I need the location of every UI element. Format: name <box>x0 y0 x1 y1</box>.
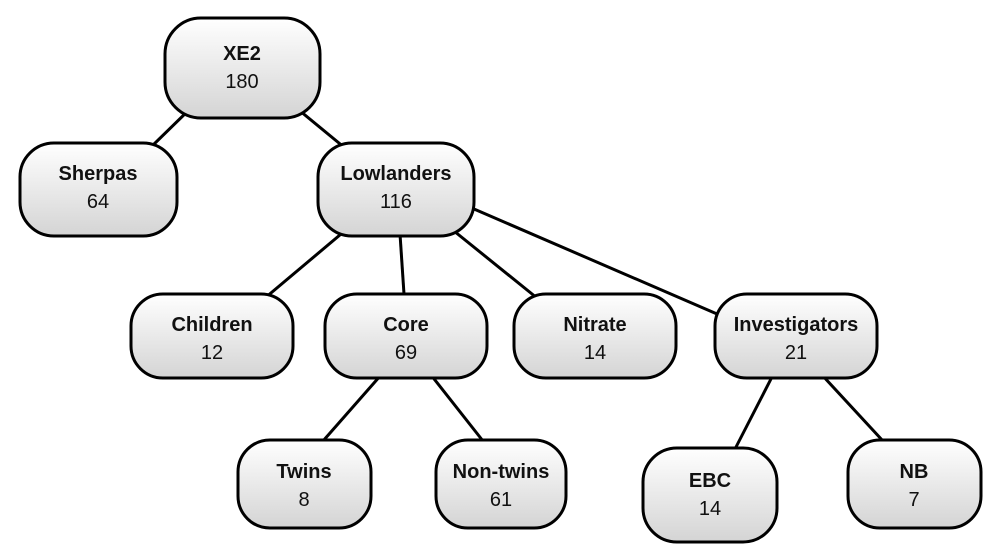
node-nontwins-box <box>434 438 568 530</box>
node-investigators-name: Investigators <box>734 314 858 336</box>
node-xe2-count: 180 <box>225 71 258 93</box>
edge-investigators-ebc <box>733 374 775 450</box>
node-sherpas-count: 64 <box>87 191 109 213</box>
node-children-count: 12 <box>201 342 223 364</box>
node-lowlanders-box <box>316 141 476 238</box>
node-core-name: Core <box>383 314 429 336</box>
node-nitrate-box <box>512 292 678 380</box>
edge-lowlanders-nitrate <box>448 225 538 300</box>
node-nb-name: NB <box>900 461 929 483</box>
node-nb: NB 7 <box>846 438 983 530</box>
node-investigators-box <box>713 292 879 380</box>
node-investigators: Investigators 21 <box>713 292 879 380</box>
node-core: Core 69 <box>323 292 489 380</box>
node-sherpas: Sherpas 64 <box>18 141 179 238</box>
node-lowlanders: Lowlanders 116 <box>316 141 476 238</box>
node-ebc: EBC 14 <box>641 446 779 544</box>
node-nitrate: Nitrate 14 <box>512 292 678 380</box>
edge-core-twins <box>321 374 383 442</box>
node-sherpas-name: Sherpas <box>59 163 138 185</box>
edge-lowlanders-core <box>398 233 406 295</box>
node-twins-box <box>236 438 373 530</box>
node-nb-count: 7 <box>908 489 919 511</box>
edge-core-nontwins <box>429 374 485 442</box>
node-core-box <box>323 292 489 380</box>
node-sherpas-box <box>18 141 179 238</box>
node-twins-count: 8 <box>298 489 309 511</box>
node-children: Children 12 <box>129 292 295 380</box>
node-children-name: Children <box>171 314 252 336</box>
node-lowlanders-name: Lowlanders <box>340 163 451 185</box>
node-lowlanders-count: 116 <box>380 191 412 213</box>
node-ebc-count: 14 <box>699 498 721 520</box>
node-nontwins: Non-twins 61 <box>434 438 568 530</box>
node-core-count: 69 <box>395 342 417 364</box>
diagram-edges <box>148 104 885 450</box>
node-nontwins-name: Non-twins <box>453 461 550 483</box>
node-children-box <box>129 292 295 380</box>
node-nontwins-count: 61 <box>490 489 512 511</box>
node-twins: Twins 8 <box>236 438 373 530</box>
edge-investigators-nb <box>820 373 885 443</box>
node-xe2: XE2 180 <box>163 16 322 120</box>
node-nitrate-name: Nitrate <box>563 314 626 336</box>
node-twins-name: Twins <box>276 461 331 483</box>
node-investigators-count: 21 <box>785 342 807 364</box>
node-nb-box <box>846 438 983 530</box>
node-xe2-name: XE2 <box>223 43 261 65</box>
edge-lowlanders-children <box>264 227 348 300</box>
node-nitrate-count: 14 <box>584 342 606 364</box>
node-xe2-box <box>163 16 322 120</box>
node-ebc-name: EBC <box>689 470 731 492</box>
node-ebc-box <box>641 446 779 544</box>
edge-lowlanders-investigators <box>473 207 725 319</box>
